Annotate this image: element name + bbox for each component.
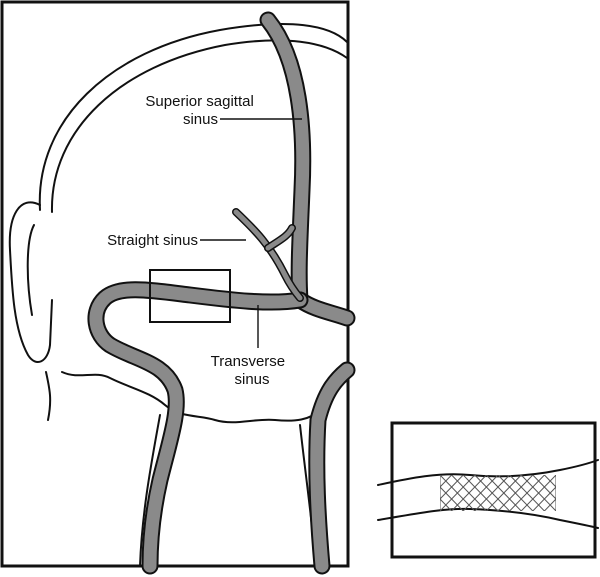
superior-sagittal-label-line2: sinus [183,111,218,128]
stent-inset [378,423,598,557]
transverse-sinus-label-line2: sinus [234,371,269,388]
stent-strut [556,475,591,511]
right-descending-vein [317,370,347,566]
stent-strut [405,475,440,511]
superior-sagittal-label: Superior sagittal sinus [145,93,258,128]
vessel-wall-top [378,460,598,485]
stent-inset-frame [392,423,595,557]
base-cut-outline [62,372,347,422]
transverse-sinus-edge [96,290,300,566]
straight-sinus-label: Straight sinus [107,232,198,249]
stent-mesh [405,475,591,511]
superior-sagittal-label-line1: Superior sagittal [145,93,253,110]
transverse-sinus [96,290,300,566]
neck-outline [46,372,50,420]
transverse-sinus-label-line1: Transverse [211,353,285,370]
transverse-sinus-label: Transverse sinus [211,353,290,388]
ear-inner-outline [28,225,34,315]
vessel-wall-bottom [378,509,598,528]
stent-strut [556,475,591,511]
ear-outline [10,202,52,362]
stent-strut [405,475,440,511]
